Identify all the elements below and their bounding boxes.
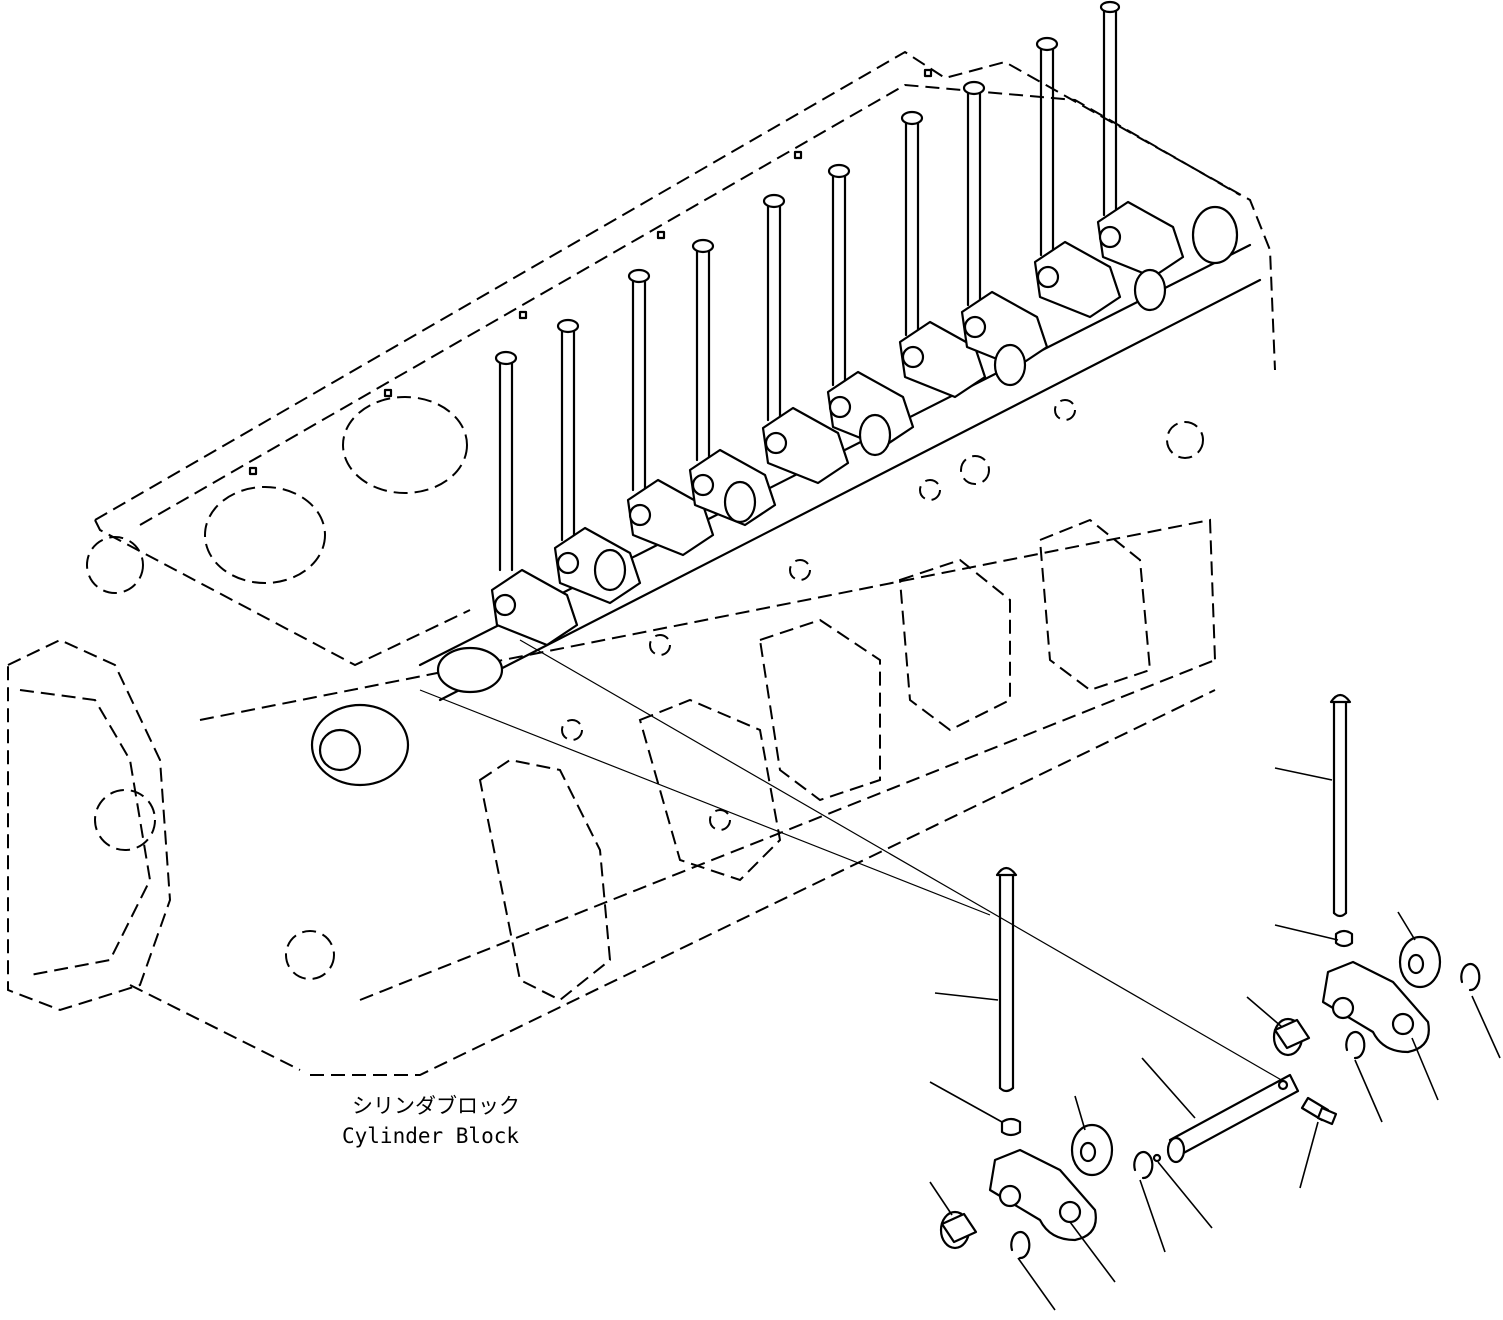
snap-ring — [1460, 962, 1481, 992]
block-label-japanese: シリンダブロック — [352, 1094, 520, 1118]
exploded-parts — [939, 693, 1481, 1260]
snap-ring — [1133, 1150, 1154, 1180]
spacer-left — [1070, 1123, 1114, 1177]
leader-lines — [929, 767, 1501, 1311]
adjuster-cap-left — [1000, 1117, 1022, 1137]
alignment-line — [519, 639, 1291, 1086]
installed-pushrods — [494, 0, 1121, 572]
cylinder-block — [7, 50, 1276, 1076]
pushrod-right — [1329, 693, 1352, 918]
installed-rocker-arms — [490, 200, 1239, 647]
rocker-shaft — [1166, 1073, 1300, 1164]
rocker-shaft-assembly — [310, 243, 1262, 787]
bolt — [1300, 1096, 1338, 1126]
spacer-right — [1398, 935, 1442, 989]
pin — [1152, 1153, 1162, 1163]
bushing-left — [939, 1210, 978, 1250]
alignment-line — [419, 689, 991, 916]
rocker-arm-left — [988, 1148, 1097, 1242]
bushing-right — [1272, 1017, 1311, 1057]
adjuster-cap-right — [1334, 929, 1354, 948]
snap-ring — [1345, 1030, 1366, 1060]
block-label-english: Cylinder Block — [342, 1124, 520, 1148]
snap-ring — [1010, 1230, 1031, 1260]
pushrod-left — [995, 866, 1018, 1093]
rocker-arm-right — [1321, 960, 1430, 1054]
